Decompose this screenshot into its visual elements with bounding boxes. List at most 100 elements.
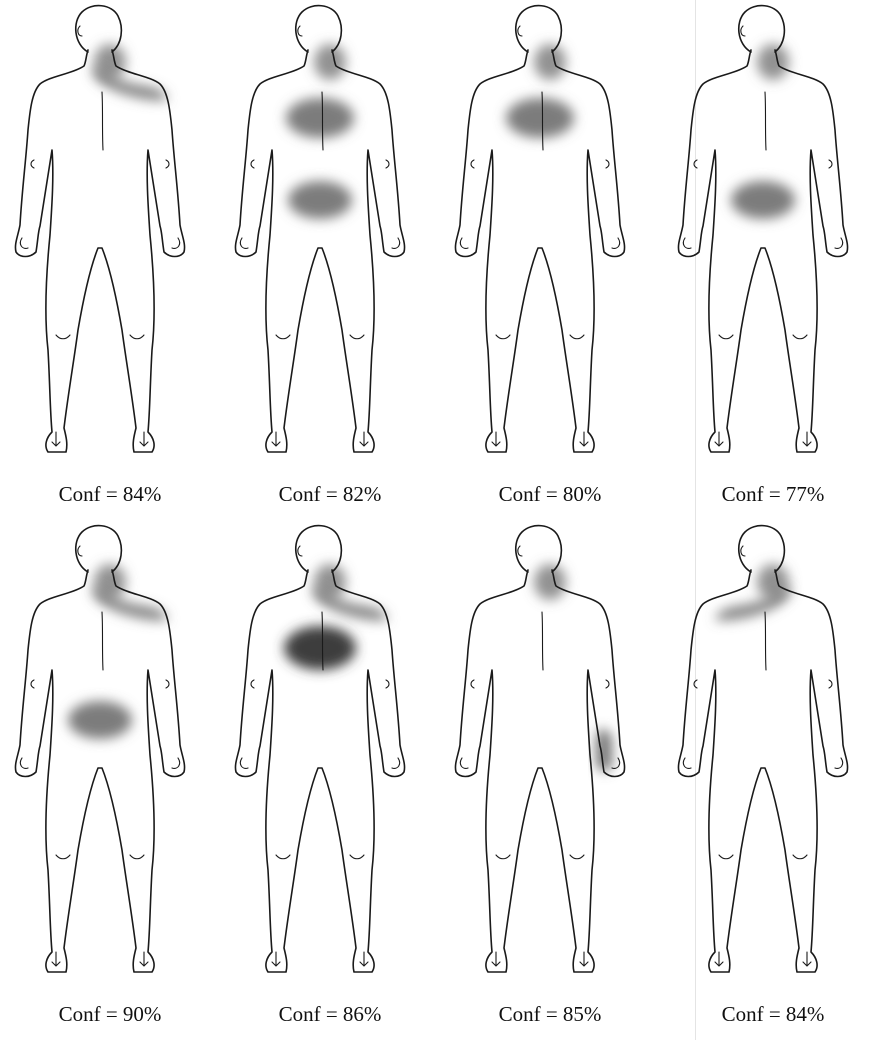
upper-back-dark-shaded-region (284, 626, 356, 670)
left-knee-line (276, 335, 290, 339)
right-foot-mark (803, 952, 811, 966)
pain-regions (534, 564, 612, 771)
upper-back-shaded-region (506, 98, 574, 138)
neck-shaded-region (314, 44, 346, 80)
spine-line (322, 92, 323, 150)
right-knee-line (130, 335, 144, 339)
figure-panel-6: Conf = 86% (220, 520, 440, 1040)
left-hand-line (20, 238, 28, 248)
left-elbow-line (471, 680, 474, 688)
left-foot-mark (492, 952, 500, 966)
ear-line (298, 26, 302, 36)
figure-panel-5: Conf = 90% (0, 520, 220, 1040)
ear-line (298, 546, 302, 556)
body-figure (663, 520, 883, 990)
right-foot-mark (803, 432, 811, 446)
torso-limbs-outline (455, 570, 624, 972)
spine-line (322, 612, 323, 670)
left-knee-line (276, 855, 290, 859)
right-hand-line (835, 758, 843, 768)
lower-back-shaded-region (288, 181, 352, 219)
confidence-label: Conf = 77% (663, 482, 883, 507)
right-knee-line (570, 855, 584, 859)
left-elbow-line (694, 160, 697, 168)
figure-panel-4: Conf = 77% (663, 0, 883, 520)
right-knee-line (793, 855, 807, 859)
figure-panel-7: Conf = 85% (440, 520, 660, 1040)
right-foot-mark (140, 432, 148, 446)
body-figure (220, 520, 440, 990)
figure-panel-2: Conf = 82% (220, 0, 440, 520)
body-figure (440, 520, 660, 990)
right-knee-line (350, 855, 364, 859)
neck-shaded-region (534, 44, 566, 80)
body-figure (0, 520, 220, 990)
pain-regions (506, 44, 574, 138)
pain-regions (68, 564, 168, 739)
left-knee-line (719, 855, 733, 859)
confidence-label: Conf = 84% (0, 482, 220, 507)
confidence-label: Conf = 80% (440, 482, 660, 507)
left-elbow-line (471, 160, 474, 168)
left-foot-mark (52, 432, 60, 446)
right-knee-line (350, 335, 364, 339)
figure-panel-1: Conf = 84% (0, 0, 220, 520)
right-elbow-line (166, 160, 169, 168)
right-foot-mark (360, 952, 368, 966)
confidence-label: Conf = 86% (220, 1002, 440, 1027)
right-hand-line (392, 758, 400, 768)
torso-limbs-outline (15, 570, 184, 972)
right-foot-mark (360, 432, 368, 446)
right-foot-mark (580, 952, 588, 966)
right-hand-line (172, 758, 180, 768)
torso-limbs-outline (678, 570, 847, 972)
body-figure (0, 0, 220, 470)
left-elbow-line (251, 160, 254, 168)
ear-line (518, 546, 522, 556)
left-hand-line (240, 758, 248, 768)
right-elbow-line (166, 680, 169, 688)
left-hand-line (460, 238, 468, 248)
ear-line (741, 546, 745, 556)
lower-back-shaded-region (731, 181, 795, 219)
body-figure (663, 0, 883, 470)
body-figure (440, 0, 660, 470)
left-hand-line (683, 238, 691, 248)
confidence-label: Conf = 84% (663, 1002, 883, 1027)
left-knee-line (56, 335, 70, 339)
torso-limbs-outline (678, 50, 847, 452)
spine-line (102, 612, 103, 670)
left-hand-line (20, 758, 28, 768)
left-knee-line (496, 855, 510, 859)
left-hand-line (240, 238, 248, 248)
figure-panel-3: Conf = 80% (440, 0, 660, 520)
left-hand-line (460, 758, 468, 768)
left-foot-mark (715, 952, 723, 966)
right-foot-mark (140, 952, 148, 966)
pain-regions (715, 564, 791, 621)
right-hand-line (835, 238, 843, 248)
spine-line (542, 92, 543, 150)
confidence-label: Conf = 85% (440, 1002, 660, 1027)
figure-panel-8: Conf = 84% (663, 520, 883, 1040)
left-knee-line (56, 855, 70, 859)
pain-regions (731, 44, 795, 219)
right-hand-line (612, 758, 620, 768)
spine-line (542, 612, 543, 670)
pain-regions (284, 564, 388, 670)
right-elbow-line (386, 680, 389, 688)
left-foot-mark (272, 952, 280, 966)
left-hand-line (683, 758, 691, 768)
right-hand-line (172, 238, 180, 248)
left-foot-mark (272, 432, 280, 446)
left-elbow-line (31, 160, 34, 168)
left-foot-mark (52, 952, 60, 966)
left-knee-line (719, 335, 733, 339)
right-hand-line (392, 238, 400, 248)
left-elbow-line (31, 680, 34, 688)
upper-back-shaded-region (286, 98, 354, 138)
right-knee-line (130, 855, 144, 859)
confidence-label: Conf = 82% (220, 482, 440, 507)
right-elbow-line (829, 680, 832, 688)
